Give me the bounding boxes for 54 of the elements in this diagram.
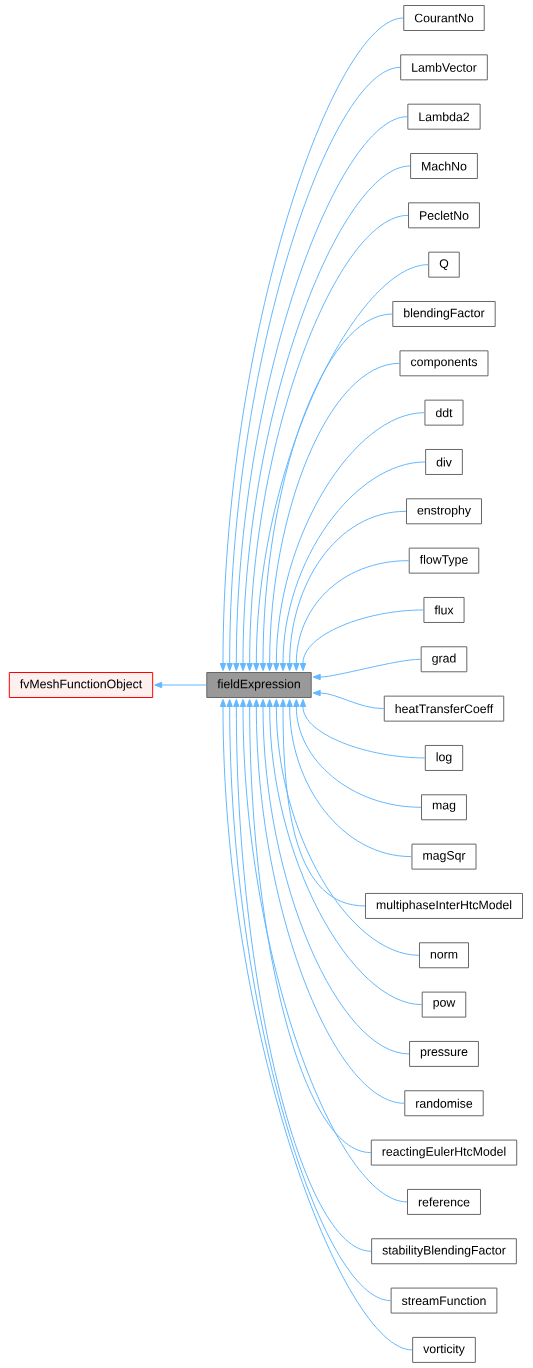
class-box: Lambda2	[407, 103, 481, 130]
class-box: div	[425, 449, 463, 475]
class-box: LambVector	[400, 54, 488, 81]
inheritance-arrow	[286, 699, 412, 858]
class-box: flowType	[408, 547, 480, 574]
inheritance-arrow	[312, 689, 385, 710]
class-box: PecletNo	[408, 202, 480, 229]
inheritance-arrow	[253, 264, 429, 672]
inheritance-arrow	[226, 699, 392, 1302]
class-box: ddt	[424, 399, 464, 426]
inheritance-arrow	[253, 699, 405, 1104]
class-box: heatTransferCoeff	[383, 695, 505, 722]
class-box: components	[399, 350, 489, 377]
class-box: pow	[421, 991, 467, 1018]
class-box: reference	[407, 1188, 481, 1215]
inheritance-arrow	[259, 699, 410, 1055]
inheritance-arrow	[293, 699, 422, 808]
class-box: grad	[420, 646, 468, 673]
inheritance-arrow	[154, 681, 207, 689]
class-box: vorticity	[412, 1336, 476, 1363]
inheritance-arrow	[293, 560, 410, 672]
inheritance-arrow	[219, 699, 413, 1351]
class-box: streamFunction	[390, 1287, 498, 1314]
inheritance-arrow	[246, 699, 372, 1154]
class-box: multiphaseInterHtcModel	[364, 892, 523, 919]
class-box: Q	[428, 251, 460, 278]
class-box: CourantNo	[403, 5, 485, 31]
class-box: mag	[421, 794, 467, 821]
class-box: pressure	[409, 1040, 479, 1067]
inheritance-arrow	[233, 699, 372, 1252]
class-box: magSqr	[411, 843, 477, 870]
inheritance-arrow	[273, 699, 420, 956]
class-box: blendingFactor	[392, 301, 496, 327]
class-box: fvMeshFunctionObject	[8, 672, 154, 698]
inheritance-arrow	[299, 609, 424, 672]
class-box: reactingEulerHtcModel	[370, 1139, 518, 1166]
inheritance-arrow	[299, 699, 426, 759]
class-box: MachNo	[410, 153, 478, 179]
class-box: flux	[423, 596, 465, 623]
class-box: stabilityBlendingFactor	[371, 1238, 517, 1265]
inheritance-arrow	[239, 699, 408, 1203]
inheritance-arrow	[266, 699, 423, 1006]
inheritance-arrow	[266, 362, 400, 672]
class-box: randomise	[404, 1090, 484, 1117]
class-box: fieldExpression	[206, 672, 312, 698]
class-box: norm	[419, 942, 469, 969]
inheritance-arrow	[273, 412, 425, 672]
inheritance-arrow	[312, 658, 422, 681]
class-box: log	[424, 744, 464, 771]
inheritance-arrow	[279, 699, 366, 907]
class-box: enstrophy	[406, 498, 482, 525]
inheritance-arrow	[286, 510, 407, 672]
inheritance-arrow	[259, 313, 393, 672]
inheritance-arrow	[279, 461, 426, 672]
